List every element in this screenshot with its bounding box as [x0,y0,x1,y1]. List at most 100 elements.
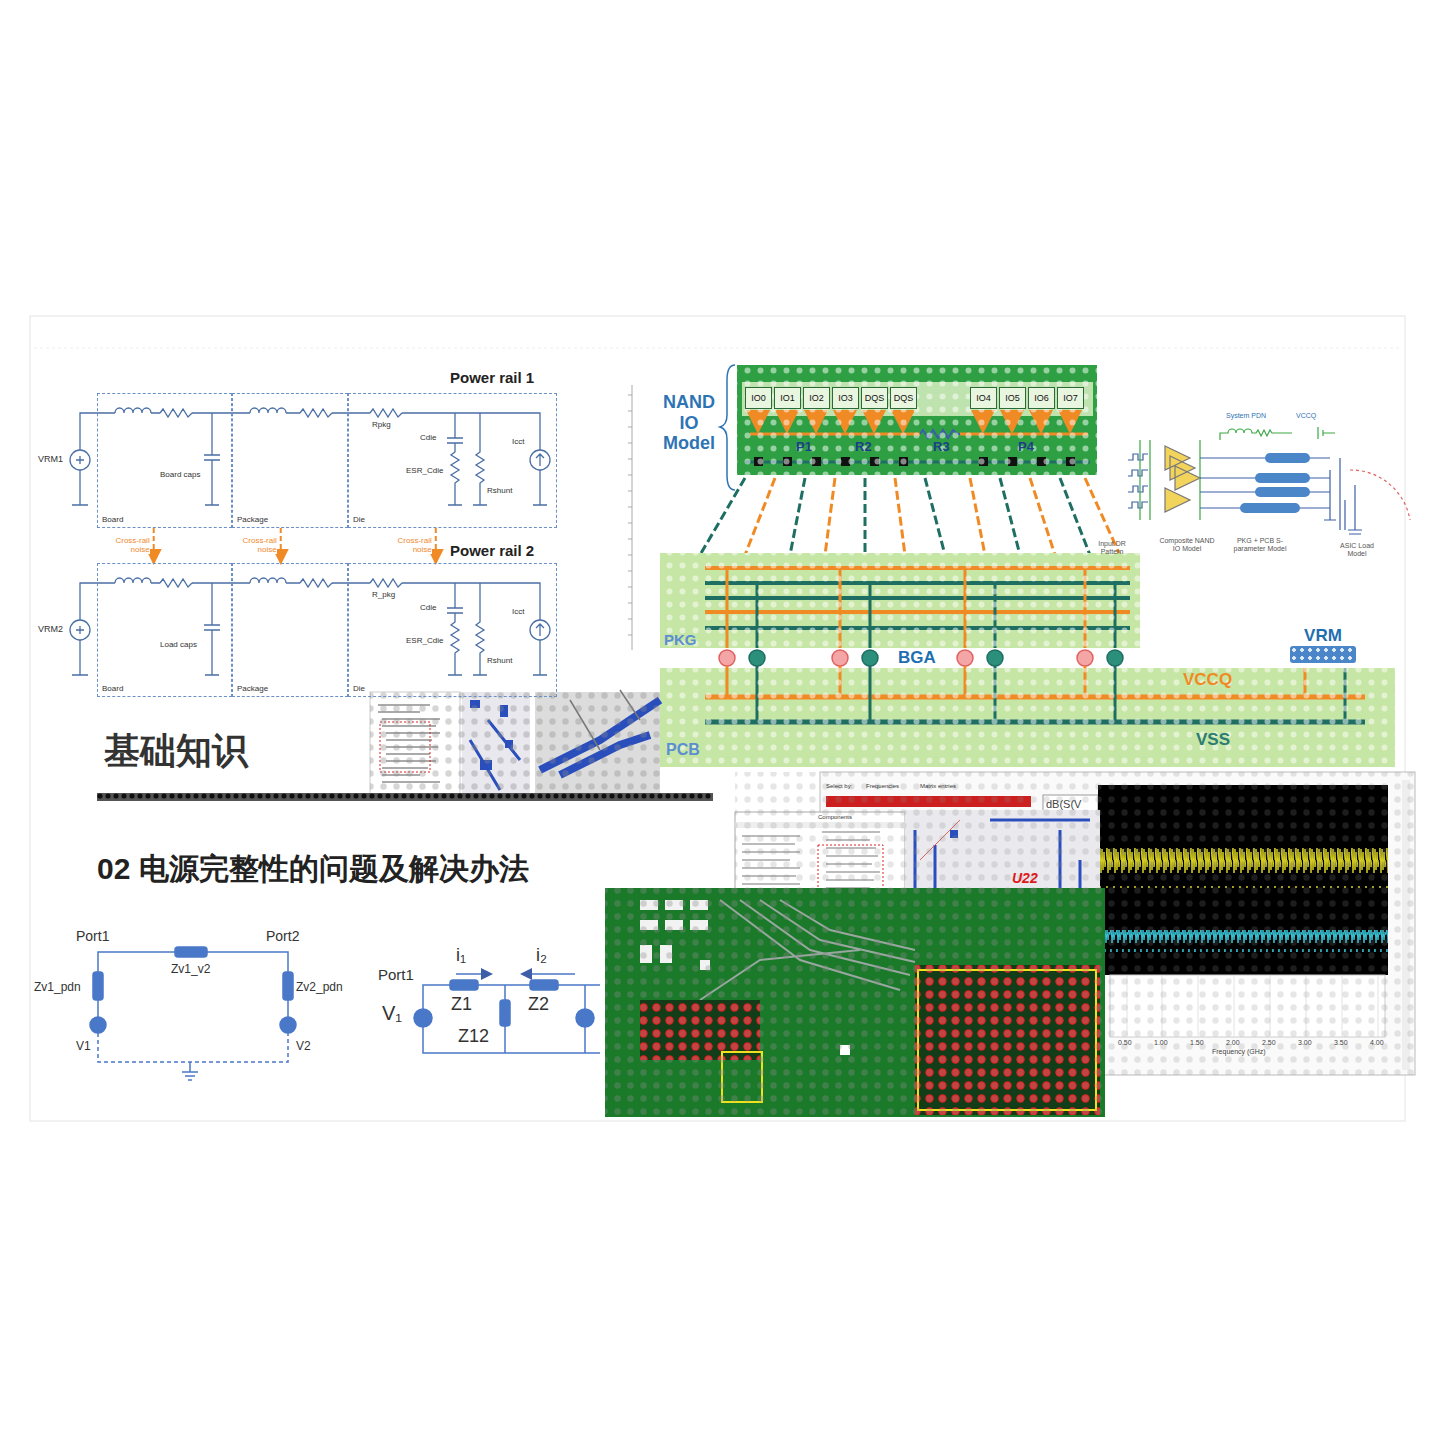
annotation-label: ESR_Cdie [406,466,443,475]
annotation-label: VSS [1196,730,1230,750]
pcb-screenshot [605,888,1105,1117]
annotation-label: Rshunt [487,656,512,665]
circuit-b [523,973,575,975]
pcb [660,668,1395,767]
die-to-package-traces [925,478,945,555]
node-text: IO7 [1063,393,1078,403]
annotation-label: Frequency (GHz) [1212,1048,1266,1056]
circuit-b [414,974,600,1053]
axis-backdrop [628,395,632,635]
pcb [660,666,1395,767]
bga-balls [749,650,765,666]
circuit-b [576,1009,594,1027]
rail-circuit [204,413,220,505]
bga-balls [719,650,735,666]
annotation-label: 1.00 [1154,1039,1168,1047]
annotation-label: Zv2_pdn [296,981,343,995]
annotation-label: Power rail 1 [450,369,534,386]
circuit-a [283,972,293,1000]
bga-balls [832,650,848,666]
annotation-label: 02 电源完整性的问题及解决办法 [97,852,529,887]
vrm-symbol [1290,646,1356,663]
rail-section-box: Board [97,393,232,528]
io-pin-box: DQS [861,387,888,409]
axis-backdrop [628,385,632,650]
slide-rule [34,348,1400,349]
annotation-label: Load caps [160,640,197,649]
annotation-label: P1 [796,440,812,455]
die-to-package-traces [1000,478,1020,555]
annotation-label: R2 [855,440,872,455]
annotation-label: R3 [933,440,950,455]
simulation-setup [1128,427,1410,534]
node-text: DQS [865,393,885,403]
io-pin-box: IO0 [745,387,772,409]
rail-circuit [447,413,463,505]
annotation-label: i₁ [456,945,466,966]
edge-label: Cross-rail noise [237,537,277,555]
bga-balls [957,650,973,666]
vrm-block: VRM [1288,626,1358,668]
annotation-label: i₂ [536,945,547,966]
edge-label: Cross-rail noise [392,537,432,555]
annotation-label: Zv1_v2 [170,963,211,977]
simulation-setup [1255,487,1310,497]
pcb-screenshot [605,888,1105,1117]
circuit-b [450,980,478,990]
rail-section-box: Board [97,563,232,697]
annotation-label: Matrix entries [920,783,956,790]
annotation-label: 3.50 [1334,1039,1348,1047]
annotation-label: VRM1 [38,454,63,464]
package [660,553,1140,648]
annotation-label: Icct [512,437,524,446]
rail-circuit [70,578,550,675]
rail-circuit [250,408,300,413]
annotation-label: Composite NAND IO Model [1158,537,1216,553]
simulation-setup [1255,473,1310,483]
node-text: Board [102,685,227,694]
annotation-label: Zv1_pdn [34,981,81,995]
io-pin-box: IO3 [832,387,859,409]
node-text: IO1 [780,393,795,403]
node-text: IO3 [838,393,853,403]
annotation-label: Rshunt [487,486,512,495]
node-text: IO2 [809,393,824,403]
annotation-label: 2.00 [1226,1039,1240,1047]
rail-circuit [160,409,250,417]
nand-die [737,365,1097,475]
simulation-setup [1165,446,1200,512]
circuit-a [175,947,207,957]
annotation-label: R_pkg [372,590,395,599]
annotation-label: VCCQ [1296,412,1316,420]
bga-balls [1077,650,1093,666]
simulation-setup [1240,503,1300,513]
circuit-a [93,972,103,1000]
rail-circuit [72,413,115,505]
cross-rail-arrow [435,528,437,563]
simulation-setup [1140,440,1200,520]
rail-circuit [533,454,547,505]
die-to-package-traces [864,478,867,555]
annotation-label: Icct [512,607,524,616]
annotation-label: Z1 [451,994,472,1015]
simulation-setup [1200,458,1330,508]
annotation-label: P4 [1018,440,1034,455]
annotation-label: PCB [666,741,700,759]
annotation-label: VRM2 [38,624,63,634]
circuit-a [280,1017,296,1033]
annotation-label: Cdie [420,603,436,612]
io-pin-box: DQS [890,387,917,409]
node-text: Die [353,685,552,694]
rail-section-box: Die [348,563,557,697]
annotation-label: U22 [1012,870,1038,886]
annotation-label: Z12 [458,1026,489,1047]
die-to-package-traces [1060,478,1090,555]
annotation-label: Select by: [826,783,852,790]
io-pin-box: IO6 [1028,387,1055,409]
node-text: Package [237,685,343,694]
circuit-a [98,1000,288,1017]
screenshot [370,692,660,795]
annotation-label: Rpkg [372,420,391,429]
